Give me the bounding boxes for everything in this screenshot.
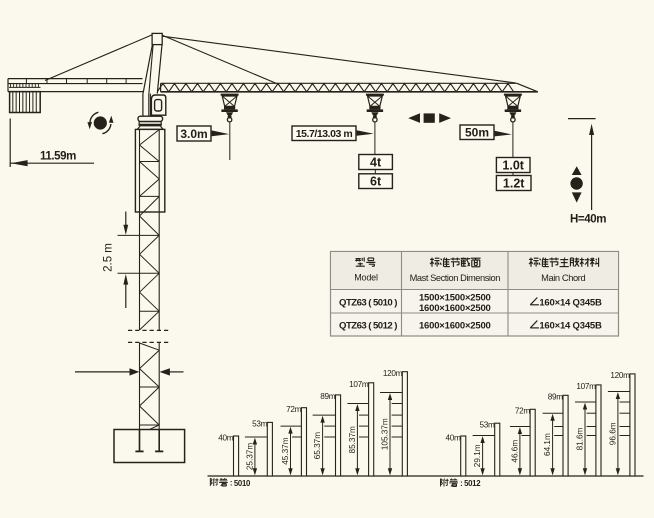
svg-text:1600×1600×2500: 1600×1600×2500 — [419, 303, 491, 314]
svg-text:107m: 107m — [576, 382, 596, 391]
svg-text:96.6m: 96.6m — [609, 422, 618, 445]
svg-text:81.6m: 81.6m — [576, 427, 585, 450]
svg-text:2.5 m: 2.5 m — [103, 243, 115, 272]
svg-text:45.37m: 45.37m — [281, 437, 290, 464]
svg-text:53m: 53m — [252, 420, 268, 429]
svg-text:Main Chord: Main Chord — [541, 273, 585, 283]
svg-text:1.2t: 1.2t — [503, 177, 525, 191]
svg-text:11.59m: 11.59m — [40, 151, 76, 163]
svg-text:QTZ63 ( 5010 ): QTZ63 ( 5010 ) — [339, 297, 397, 308]
svg-text:QTZ63 ( 5012 ): QTZ63 ( 5012 ) — [339, 321, 397, 332]
svg-text:89m: 89m — [548, 393, 564, 402]
svg-text:105.37m: 105.37m — [381, 418, 390, 450]
svg-text:64.1m: 64.1m — [543, 433, 552, 456]
svg-text:1600×1600×2500: 1600×1600×2500 — [419, 321, 491, 332]
svg-text:3.0m: 3.0m — [180, 127, 207, 141]
svg-text:1500×1500×2500: 1500×1500×2500 — [419, 292, 491, 303]
svg-text:40m: 40m — [218, 433, 234, 442]
svg-text:85.37m: 85.37m — [348, 426, 357, 453]
svg-text:160×14 Q345B: 160×14 Q345B — [539, 298, 602, 309]
svg-text:Model: Model — [354, 273, 378, 283]
svg-text::: : — [230, 478, 233, 487]
svg-text:40m: 40m — [445, 433, 461, 442]
svg-text:H=40m: H=40m — [570, 214, 606, 226]
svg-text:72m: 72m — [515, 407, 531, 416]
svg-text::: : — [460, 479, 463, 488]
svg-text:107m: 107m — [349, 380, 369, 389]
svg-text:50m: 50m — [465, 126, 489, 140]
svg-text:120m: 120m — [383, 369, 403, 378]
svg-text:53m: 53m — [479, 421, 495, 430]
svg-text:15.7/13.03 m: 15.7/13.03 m — [296, 128, 353, 140]
svg-text:29.1m: 29.1m — [473, 444, 482, 467]
svg-text:160×14 Q345B: 160×14 Q345B — [539, 321, 602, 332]
svg-text:Mast Section Dimension: Mast Section Dimension — [410, 273, 501, 283]
svg-text:5010: 5010 — [234, 479, 251, 488]
svg-text:72m: 72m — [286, 405, 302, 414]
svg-text:6t: 6t — [370, 175, 382, 189]
svg-text:25.37m: 25.37m — [246, 443, 255, 470]
svg-text:120m: 120m — [610, 371, 630, 380]
svg-text:1.0t: 1.0t — [502, 159, 524, 173]
svg-text:46.6m: 46.6m — [511, 440, 520, 463]
svg-text:5012: 5012 — [464, 479, 481, 488]
svg-text:65.37m: 65.37m — [313, 432, 322, 459]
svg-text:89m: 89m — [320, 392, 336, 401]
svg-text:4t: 4t — [370, 156, 382, 170]
